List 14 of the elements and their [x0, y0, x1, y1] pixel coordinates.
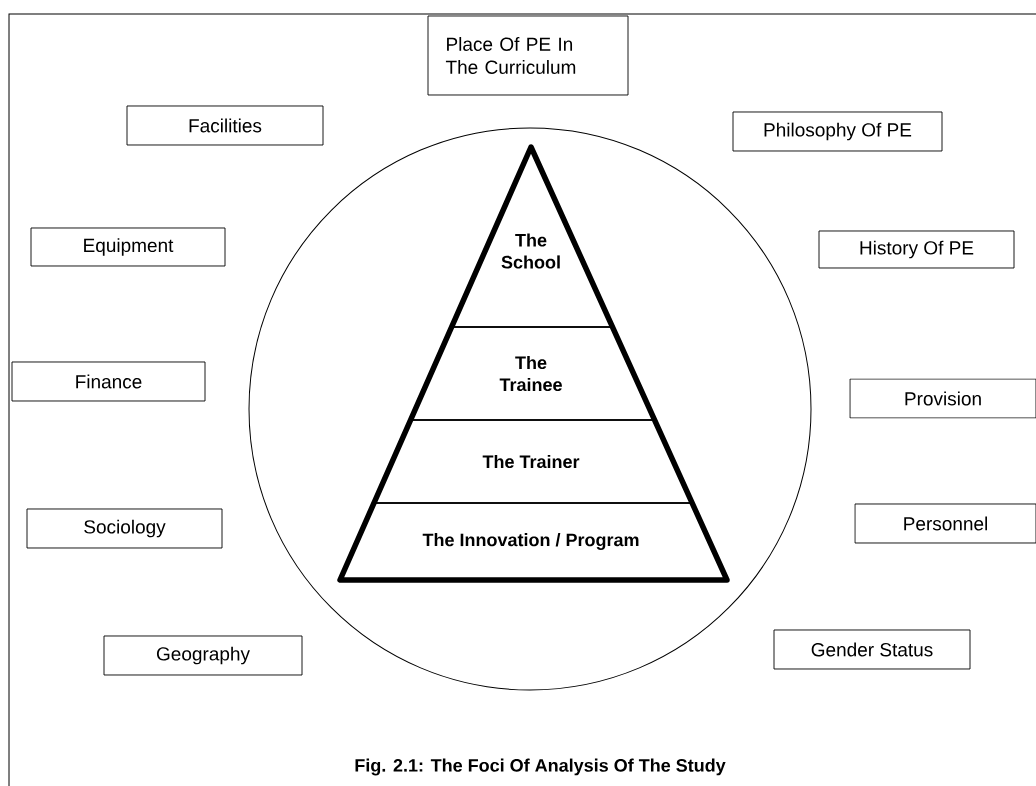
topic-box: Gender Status [773, 629, 971, 670]
node-label: The School [501, 233, 560, 269]
topic-box: Philosophy Of PE [732, 111, 943, 152]
topic-box: Sociology [26, 508, 223, 549]
topic-box: Provision [849, 378, 1036, 419]
pyramid-tier: The Trainee [409, 326, 656, 421]
topic-box: Geography [103, 635, 303, 676]
topic-box: Place Of PE In The Curriculum [427, 15, 629, 96]
topic-box: Equipment [30, 227, 226, 267]
topic-box: Personnel [854, 503, 1036, 544]
caption: Fig. 2.1: The Foci Of Analysis Of The Study [355, 758, 726, 776]
topic-box: Facilities [126, 105, 324, 146]
topic-box: History Of PE [818, 230, 1015, 269]
topic-box: Finance [11, 361, 206, 402]
